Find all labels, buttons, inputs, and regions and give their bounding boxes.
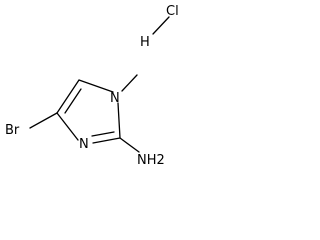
atom-label-n-methyl: N — [110, 91, 120, 106]
atom-labels: Cl H N Br N NH2 — [5, 4, 179, 168]
bond-h-cl — [152, 16, 170, 35]
bond-c4-br — [29, 112, 58, 129]
bond-c5-c4 — [56, 79, 80, 114]
atom-label-br: Br — [5, 123, 20, 138]
bond-n1-c5 — [78, 79, 114, 93]
bond-methyl-n1 — [121, 74, 138, 92]
atom-label-h: H — [140, 35, 150, 50]
atom-label-cl: Cl — [166, 4, 179, 19]
bond-c2-n1 — [117, 102, 121, 139]
bond-c5-c4-double — [64, 88, 82, 114]
bonds — [29, 16, 170, 153]
bond-c2-nh2 — [119, 137, 140, 153]
bond-n3-c2 — [92, 137, 121, 144]
atom-label-nh2: NH2 — [137, 153, 165, 168]
bond-n3-c2-double — [91, 131, 115, 137]
structure-diagram: Cl H N Br N NH2 — [5, 4, 179, 168]
atom-label-n-imine: N — [79, 137, 89, 152]
bond-c4-n3 — [56, 112, 79, 141]
